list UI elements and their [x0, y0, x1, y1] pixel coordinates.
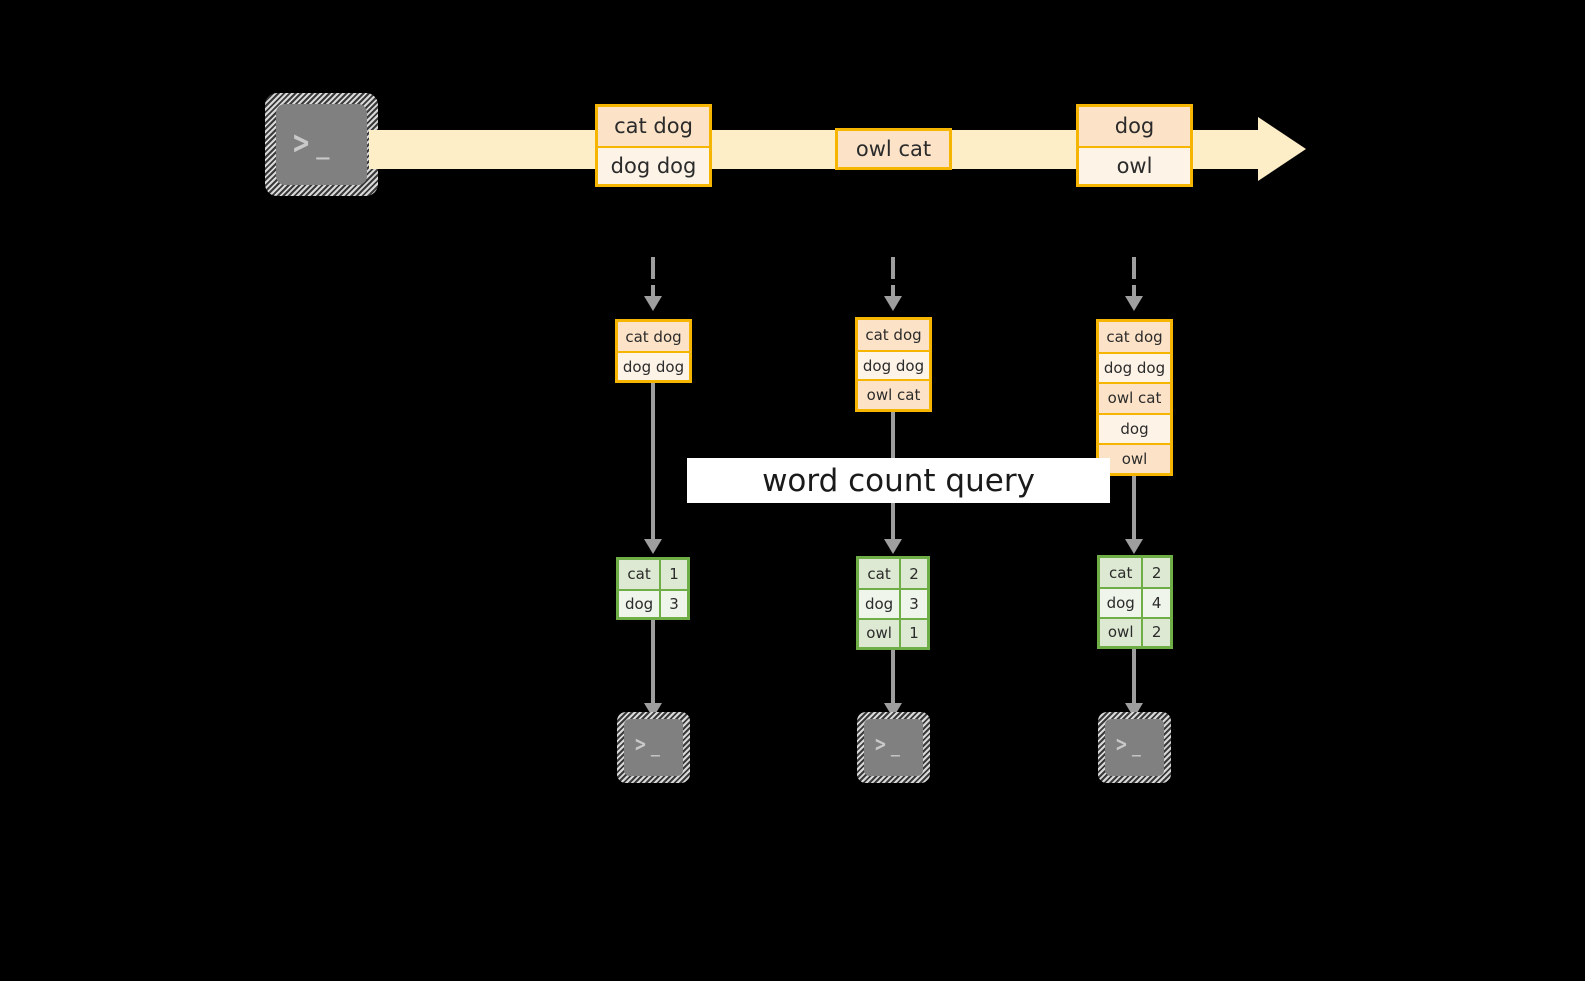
snapshot-feed-dash [651, 257, 655, 279]
terminal-screen [624, 719, 683, 776]
query-label-banner: word count query [687, 458, 1110, 503]
query-arrow-line [1132, 476, 1136, 539]
snapshot-line: cat dog [1099, 322, 1170, 353]
snapshot-feed-dash [1132, 257, 1136, 279]
result-row: dog 4 [1100, 587, 1170, 617]
terminal-screen [1105, 719, 1164, 776]
query-arrow-head [1125, 539, 1143, 554]
stream-event-line: owl [1079, 145, 1190, 184]
result-row: dog 3 [619, 588, 687, 617]
snapshot-feed-dash [891, 257, 895, 279]
result-table[interactable]: cat 1 dog 3 [616, 557, 690, 620]
snapshot-line: dog dog [618, 351, 689, 380]
result-row: cat 2 [859, 559, 927, 589]
stream-event-box[interactable]: owl cat [835, 128, 952, 170]
snapshot-line: dog dog [1099, 352, 1170, 383]
stream-event-line: cat dog [598, 107, 709, 146]
snapshot-feed-dash [1132, 285, 1136, 296]
sink-terminal-icon[interactable]: > _ [617, 712, 690, 783]
sink-terminal-icon[interactable]: > _ [857, 712, 930, 783]
query-label-text: word count query [762, 462, 1035, 499]
snapshot-feed-arrowhead [884, 296, 902, 311]
sink-terminal-icon[interactable]: > _ [1098, 712, 1171, 783]
sink-arrow-line [651, 620, 655, 703]
stream-event-box[interactable]: dog owl [1076, 104, 1193, 187]
snapshot-line: cat dog [618, 322, 689, 351]
snapshot-line: owl cat [1099, 382, 1170, 413]
result-word-cell: cat [619, 560, 662, 589]
result-word-cell: dog [619, 590, 662, 617]
snapshot-line: owl [1099, 442, 1170, 473]
result-row: dog 3 [859, 588, 927, 618]
result-count-cell: 3 [901, 590, 927, 618]
result-count-cell: 1 [661, 560, 687, 589]
snapshot-line: cat dog [858, 320, 929, 350]
sink-arrow-line [891, 650, 895, 703]
result-count-cell: 3 [661, 590, 687, 617]
result-row: cat 1 [619, 560, 687, 589]
snapshot-feed-arrowhead [644, 296, 662, 311]
stream-event-box[interactable]: cat dog dog dog [595, 104, 712, 187]
result-count-cell: 4 [1143, 589, 1170, 617]
sink-arrow-line [1132, 649, 1136, 703]
query-arrow-head [644, 539, 662, 554]
query-arrow-head [884, 539, 902, 554]
snapshot-feed-dash [651, 285, 655, 296]
terminal-prompt-glyph: > _ [635, 731, 660, 758]
result-count-cell: 1 [901, 619, 927, 647]
snapshot-box[interactable]: cat dog dog dog [615, 319, 692, 383]
query-arrow-line [651, 383, 655, 539]
result-table[interactable]: cat 2 dog 4 owl 2 [1097, 555, 1173, 649]
terminal-prompt-glyph: > _ [875, 731, 900, 758]
stream-event-line: dog dog [598, 145, 709, 184]
result-word-cell: cat [859, 559, 902, 589]
event-stream-arrowhead [1258, 117, 1306, 181]
result-count-cell: 2 [901, 559, 927, 589]
result-count-cell: 2 [1143, 618, 1170, 646]
result-word-cell: owl [1100, 618, 1144, 646]
snapshot-box[interactable]: cat dog dog dog owl cat dog owl [1096, 319, 1173, 476]
result-row: cat 2 [1100, 558, 1170, 588]
terminal-prompt-glyph: > _ [1116, 731, 1141, 758]
terminal-screen [864, 719, 923, 776]
result-word-cell: owl [859, 619, 902, 647]
source-terminal-icon[interactable]: > _ [265, 93, 378, 196]
snapshot-line: dog [1099, 412, 1170, 443]
snapshot-feed-dash [891, 285, 895, 296]
result-word-cell: cat [1100, 558, 1144, 588]
result-word-cell: dog [859, 590, 902, 618]
result-count-cell: 2 [1143, 558, 1170, 588]
stream-event-line: dog [1079, 107, 1190, 146]
result-row: owl 1 [859, 617, 927, 647]
stream-event-line: owl cat [838, 131, 949, 167]
result-table[interactable]: cat 2 dog 3 owl 1 [856, 556, 930, 650]
snapshot-box[interactable]: cat dog dog dog owl cat [855, 317, 932, 412]
snapshot-line: dog dog [858, 349, 929, 380]
terminal-screen [276, 104, 367, 185]
snapshot-feed-arrowhead [1125, 296, 1143, 311]
result-row: owl 2 [1100, 616, 1170, 646]
snapshot-line: owl cat [858, 379, 929, 409]
terminal-prompt-glyph: > _ [293, 123, 330, 163]
result-word-cell: dog [1100, 589, 1144, 617]
